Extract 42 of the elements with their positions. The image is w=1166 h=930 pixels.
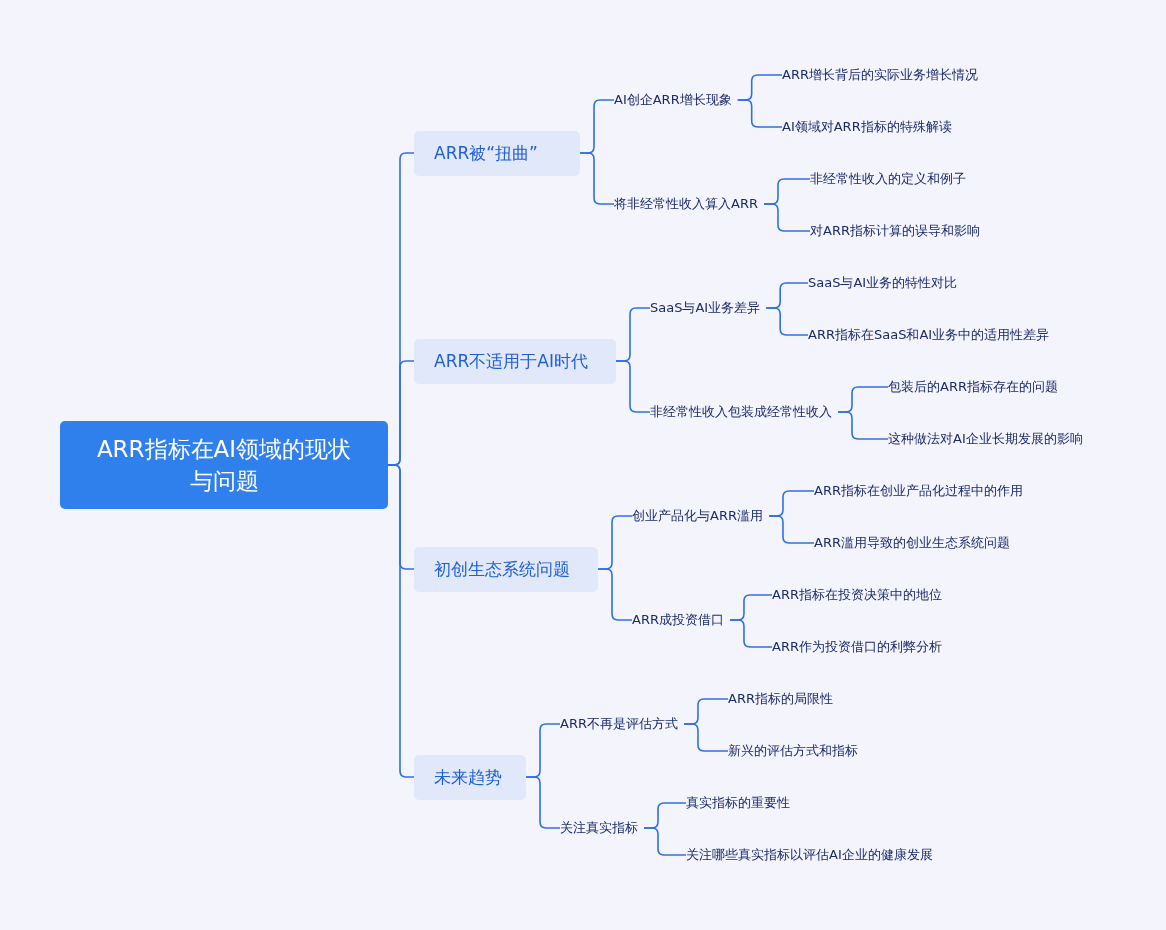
subtopic-label: ARR指标在创业产品化过程中的作用	[814, 480, 1029, 502]
connector-line	[837, 411, 889, 440]
subtopic-label: 关注真实指标	[560, 817, 644, 839]
topic-box: ARR被“扭曲”	[414, 130, 580, 176]
subtopic-label: 非经常性收入包装成经常性收入	[650, 401, 838, 423]
subtopic-label: 包装后的ARR指标存在的问题	[888, 376, 1064, 398]
subtopic-label: 创业产品化与ARR滥用	[632, 505, 769, 527]
subtopic-label: ARR作为投资借口的利弊分析	[772, 636, 948, 658]
subtopic-label: 真实指标的重要性	[686, 792, 796, 814]
subtopic-label: 关注哪些真实指标以评估AI企业的健康发展	[686, 844, 939, 866]
connector-line	[597, 568, 633, 621]
subtopic-label: 这种做法对AI企业长期发展的影响	[888, 428, 1089, 450]
topic-box: ARR不适用于AI时代	[414, 338, 616, 384]
topic-box: 初创生态系统问题	[414, 546, 598, 592]
subtopic-label: ARR指标的局限性	[728, 688, 839, 710]
connector-line	[729, 619, 773, 648]
connector-line	[683, 723, 729, 752]
subtopic-label: ARR滥用导致的创业生态系统问题	[814, 532, 1016, 554]
connector-line	[579, 152, 615, 205]
connector-line	[736, 99, 783, 128]
subtopic-label: 将非经常性收入算入ARR	[614, 193, 764, 215]
connector-line	[763, 203, 811, 232]
subtopic-label: ARR成投资借口	[632, 609, 730, 631]
subtopic-label: 对ARR指标计算的误导和影响	[810, 220, 986, 242]
connector-line	[643, 827, 687, 856]
subtopic-label: 新兴的评估方式和指标	[728, 740, 864, 762]
subtopic-label: SaaS与AI业务的特性对比	[808, 272, 964, 294]
connector-line	[768, 515, 815, 544]
root-topic-box: ARR指标在AI领域的现状与问题	[60, 421, 388, 509]
subtopic-label: SaaS与AI业务差异	[650, 297, 767, 319]
connector-line	[615, 360, 651, 413]
topic-box: 未来趋势	[414, 754, 526, 800]
connector-line	[765, 307, 809, 336]
subtopic-label: ARR指标在SaaS和AI业务中的适用性差异	[808, 324, 1056, 346]
subtopic-label: AI领域对ARR指标的特殊解读	[782, 116, 958, 138]
subtopic-label: 非经常性收入的定义和例子	[810, 168, 972, 190]
connector-line	[387, 464, 415, 778]
subtopic-label: ARR增长背后的实际业务增长情况	[782, 64, 984, 86]
subtopic-label: AI创企ARR增长现象	[614, 89, 738, 111]
connector-line	[525, 776, 561, 829]
subtopic-label: ARR指标在投资决策中的地位	[772, 584, 948, 606]
subtopic-label: ARR不再是评估方式	[560, 713, 684, 735]
